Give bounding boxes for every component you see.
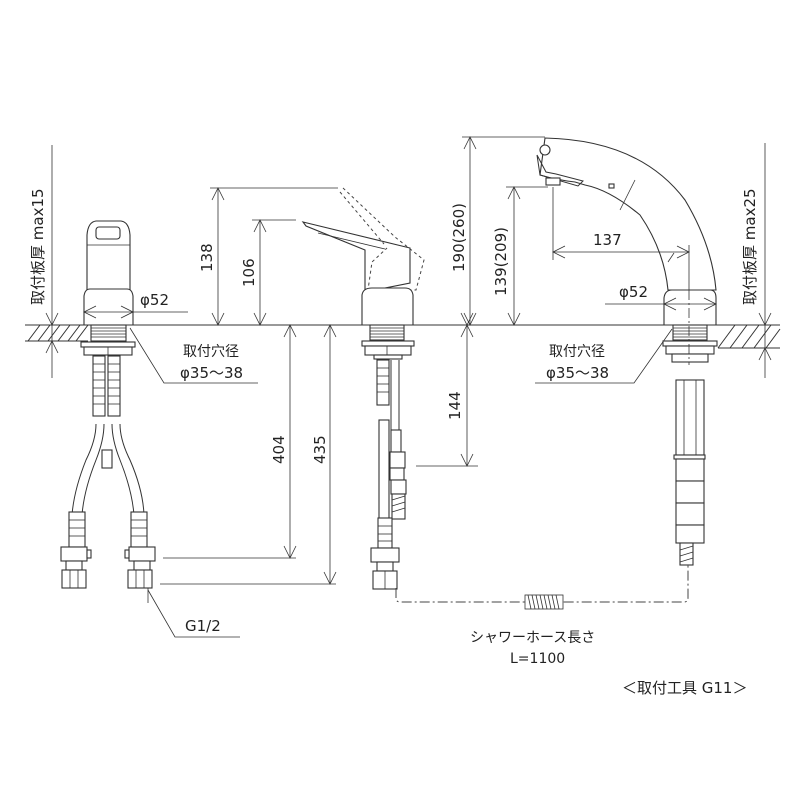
tool-note: ＜取付工具 G11＞ <box>622 679 747 697</box>
dim-spout-heights <box>462 136 548 326</box>
faucet-front-view <box>60 220 156 589</box>
counter-thickness-right-label: 取付板厚 max25 <box>741 188 759 305</box>
spout-outlet-height-label: 139(209) <box>492 227 510 296</box>
dim-below-counter <box>416 312 478 467</box>
mount-hole-value-left: φ35〜38 <box>180 364 243 382</box>
hose-length-value: L=1100 <box>510 651 565 667</box>
mount-hole-title-right: 取付穴径 <box>549 344 605 360</box>
hose-to-nut-label: 435 <box>311 435 329 464</box>
dim-body-diameter-left <box>83 305 188 319</box>
below-counter-label: 144 <box>446 391 464 420</box>
counter-hatch-left <box>27 324 89 342</box>
leader-mount-hole-left <box>129 327 258 384</box>
leader-mount-hole-right <box>535 328 673 384</box>
lever-closed-height-label: 106 <box>240 258 258 287</box>
dim-spout-reach <box>552 187 690 290</box>
body-diameter-left-label: φ52 <box>140 291 169 309</box>
dim-lever-heights <box>210 187 338 326</box>
hose-coil-symbol <box>524 594 564 610</box>
counter-thickness-left-label: 取付板厚 max15 <box>29 188 47 305</box>
body-diameter-right-label: φ52 <box>619 283 648 301</box>
connection-thread-label: G1/2 <box>185 617 221 635</box>
spout-total-height-label: 190(260) <box>450 203 468 272</box>
dim-counter-thickness-left <box>45 145 59 378</box>
spout-reach-label: 137 <box>593 231 622 249</box>
leader-thread <box>147 589 240 638</box>
dim-counter-thickness-right <box>758 143 772 378</box>
mount-hole-value-right: φ35〜38 <box>546 364 609 382</box>
dim-body-diameter-right <box>605 297 717 311</box>
mount-hole-title-left: 取付穴径 <box>183 344 239 360</box>
counter-hatch-right <box>717 324 781 349</box>
lever-open-height-label: 138 <box>198 243 216 272</box>
hose-length-title: シャワーホース長さ <box>470 630 595 646</box>
faucet-side-view <box>301 187 425 590</box>
hose-to-fitting-label: 404 <box>270 435 288 464</box>
dim-hose-lengths <box>160 324 337 585</box>
